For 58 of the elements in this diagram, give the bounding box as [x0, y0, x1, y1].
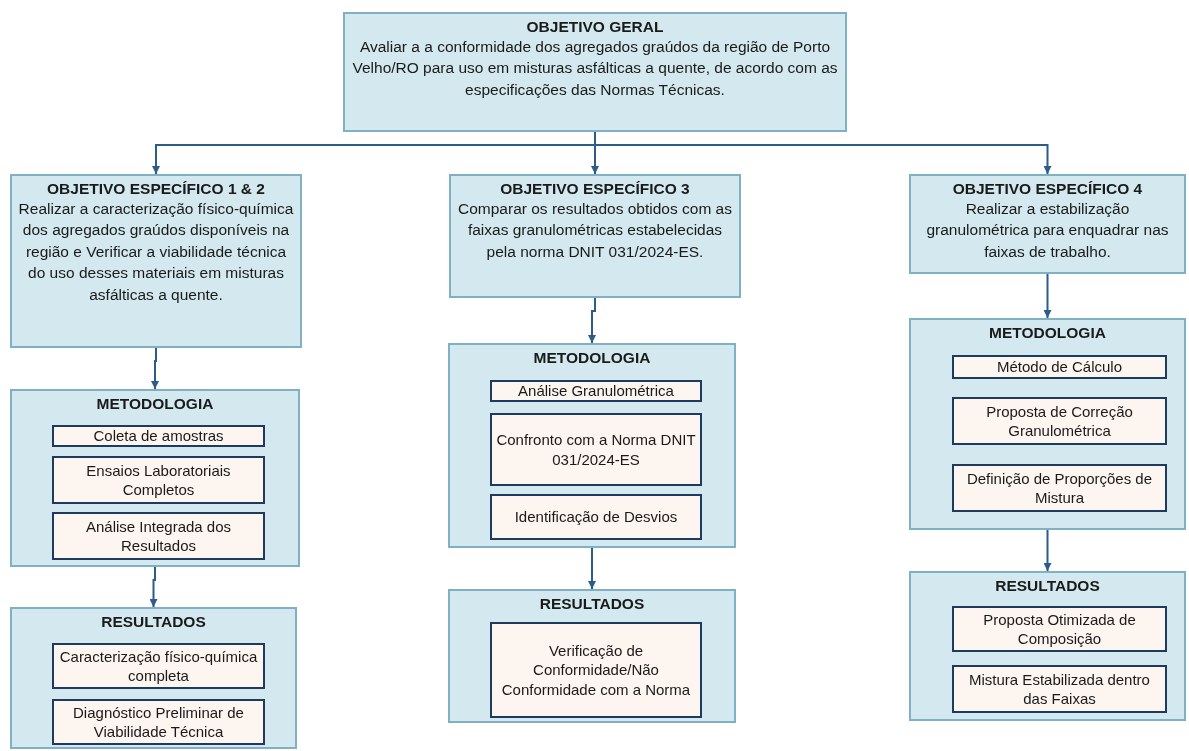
box-heading: OBJETIVO GERAL [525, 18, 665, 36]
box-description: Comparar os resultados obtidos com as faixas granulométricas estabelecidas pela norma DNIT 031/2024-ES. [457, 199, 733, 262]
step-box [490, 380, 702, 402]
objective-box [909, 318, 1186, 530]
arrow [151, 347, 159, 390]
objective-box [448, 343, 736, 548]
box-heading: RESULTADOS [538, 595, 646, 613]
step-box [490, 413, 702, 486]
arrow [588, 297, 596, 344]
step-text: Caracterização físico-química completa [58, 646, 259, 686]
step-text: Diagnóstico Preliminar de Viabilidade Técnica [72, 702, 245, 742]
step-text: Identificação de Desvios [514, 507, 678, 527]
step-box [952, 606, 1167, 652]
arrow [1043, 529, 1052, 572]
step-text: Análise Granulométrica [518, 381, 674, 401]
step-box [952, 397, 1167, 445]
step-box [490, 494, 702, 540]
arrow [149, 566, 158, 608]
step-text: Proposta Otimizada de Composição [982, 609, 1137, 649]
box-description: Realizar a caracterização físico-química dos agregados graúdos disponíveis na região e Verificar a viabilidade técnica do uso desses materiais em misturas asfálticas a quente. [17, 199, 295, 305]
box-heading: OBJETIVO ESPECÍFICO 1 & 2 [46, 180, 266, 198]
objective-box [10, 607, 297, 749]
box-description: Realizar a estabilização granulométrica para enquadrar nas faixas de trabalho. [925, 199, 1170, 262]
step-box [952, 464, 1167, 512]
box-heading: RESULTADOS [994, 577, 1101, 595]
step-box [952, 355, 1167, 379]
box-heading: OBJETIVO ESPECÍFICO 3 [499, 180, 691, 198]
step-box [52, 425, 265, 447]
step-box [52, 699, 265, 745]
box-heading: METODOLOGIA [95, 395, 215, 413]
step-text: Coleta de amostras [93, 426, 224, 446]
box-heading: METODOLOGIA [988, 324, 1107, 342]
step-text: Ensaios Laboratoriais Completos [85, 460, 232, 500]
arrow [588, 547, 596, 590]
step-box [490, 622, 702, 718]
box-heading: RESULTADOS [100, 613, 207, 631]
objective-box [909, 174, 1186, 274]
step-text: Confronto com a Norma DNIT 031/2024-ES [496, 430, 696, 469]
objective-box [909, 571, 1186, 721]
step-text: Verificação de Conformidade/Não Conformidade com a Norma [500, 640, 692, 700]
step-box [52, 643, 265, 689]
step-text: Mistura Estabilizada dentro das Faixas [968, 669, 1151, 709]
step-text: Método de Cálculo [996, 357, 1123, 377]
objective-box [448, 589, 736, 723]
step-box [52, 456, 265, 504]
step-box [952, 665, 1167, 713]
box-heading: OBJETIVO ESPECÍFICO 4 [951, 180, 1144, 198]
box-heading: METODOLOGIA [532, 349, 652, 367]
objective-box [10, 389, 300, 567]
objective-box [343, 12, 847, 132]
box-description: Avaliar a a conformidade dos agregados graúdos da região de Porto Velho/RO para uso em misturas asfálticas a quente, de acordo com as especificações das Normas Técnicas. [351, 37, 839, 100]
step-text: Definição de Proporções de Mistura [965, 468, 1154, 508]
objective-box [10, 174, 302, 348]
step-box [52, 512, 265, 560]
step-text: Análise Integrada dos Resultados [84, 516, 233, 556]
objective-box [449, 174, 741, 298]
step-text: Proposta de Correção Granulométrica [985, 401, 1134, 441]
arrow [1043, 273, 1052, 319]
